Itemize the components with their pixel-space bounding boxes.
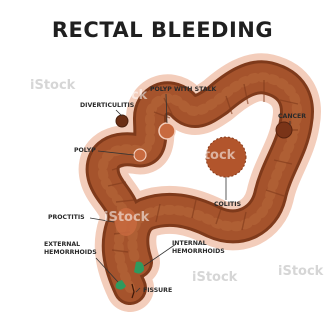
watermark: iStock <box>102 88 147 103</box>
watermark: iStock <box>278 264 323 279</box>
watermark: iStock <box>30 78 75 93</box>
label-proctitis: PROCTITIS <box>48 214 85 222</box>
polyp-marker <box>134 149 146 161</box>
label-internal-hemorrhoids: INTERNAL HEMORRHOIDS <box>172 240 225 255</box>
polyp-with-stalk-marker <box>159 123 175 139</box>
label-polyp: POLYP <box>74 147 96 155</box>
leader-diverticulitis <box>116 110 122 116</box>
label-colitis: COLITIS <box>214 201 241 209</box>
label-diverticulitis: DIVERTICULITIS <box>80 102 134 110</box>
watermark: iStock <box>104 210 149 225</box>
label-cancer: CANCER <box>278 113 306 121</box>
watermark: iStock <box>190 148 235 163</box>
label-external-hemorrhoids: EXTERNAL HEMORRHOIDS <box>44 241 97 256</box>
label-polyp-with-stalk: POLYP WITH STALK <box>150 86 216 94</box>
watermark: iStock <box>192 270 237 285</box>
label-fissure: FISSURE <box>143 287 172 295</box>
diverticulitis-pouch <box>116 115 128 127</box>
